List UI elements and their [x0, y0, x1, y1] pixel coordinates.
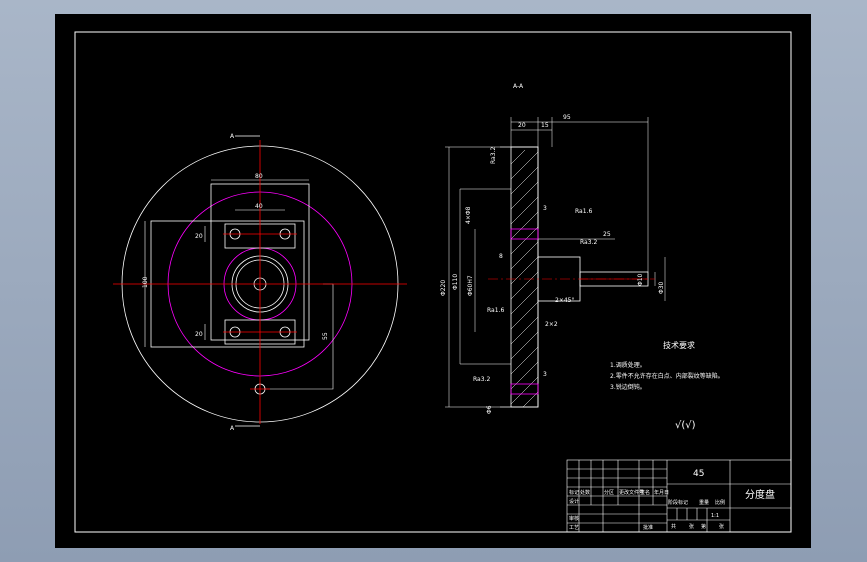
roughness-c: Ra3.2 — [580, 239, 597, 246]
drawing-border — [74, 31, 792, 533]
section-arrows — [235, 135, 260, 427]
drawing-canvas[interactable]: A A 80 40 20 20 100 55 — [55, 14, 811, 548]
sheet-label-2: 第 — [701, 523, 706, 530]
stage-label-2: 比例 — [715, 499, 725, 506]
dim-chamfer-label: 2×45° — [555, 297, 574, 304]
dim-25-label: 25 — [603, 231, 611, 238]
roughness-d: Ra1.6 — [487, 307, 504, 314]
dim-8-label: 8 — [499, 253, 503, 260]
roughness-b: Ra1.6 — [575, 208, 592, 215]
section-mark-bottom: A — [230, 425, 235, 432]
dim-phi-outer-label: Φ220 — [440, 280, 447, 296]
dim-95-label: 95 — [563, 114, 571, 121]
title-block — [566, 459, 792, 533]
roughness-e: Ra3.2 — [473, 376, 490, 383]
stage-label-0: 阶段标记 — [668, 499, 688, 506]
dim-40-label: 40 — [255, 203, 263, 210]
material-label: 45 — [693, 469, 704, 479]
row-label-3: 工艺 — [569, 525, 579, 531]
col-label-3: 签名 — [640, 489, 650, 496]
technical-notes: 技术要求 1.调质处理。 2.零件不允许存在白点、内部裂纹等缺陷。 3.锐边倒钝… — [610, 340, 724, 431]
dim-phi-bore-label: Φ110 — [452, 274, 459, 290]
dim-20-top-label: 20 — [195, 233, 203, 240]
roughness-a: Ra3.2 — [490, 147, 497, 164]
dim-100-label: 100 — [142, 276, 149, 288]
scale-value: 1:1 — [711, 513, 719, 519]
upper-bore — [510, 228, 539, 240]
sheet-label-1: 张 — [689, 523, 694, 530]
stage-label-1: 重量 — [699, 499, 709, 506]
col-label-1: 分区 — [604, 489, 614, 496]
section-title: A-A — [513, 83, 524, 90]
notes-heading: 技术要求 — [663, 340, 695, 350]
front-labels: A A 80 40 20 20 100 55 — [142, 133, 329, 432]
approve-label: 批准 — [643, 524, 653, 531]
section-labels: A-A 95 20 15 25 3 3 8 Φ220 Φ110 Φ60H7 Φ1… — [440, 83, 665, 414]
lower-bore — [510, 383, 539, 395]
note-2: 2.零件不允许存在白点、内部裂纹等缺陷。 — [610, 372, 724, 380]
section-mark-top: A — [230, 133, 235, 140]
front-centerlines — [113, 140, 407, 424]
note-3: 3.锐边倒钝。 — [610, 383, 646, 391]
dim-2x2-label: 2×2 — [545, 321, 558, 328]
dim-phi-rod-label: Φ10 — [637, 273, 644, 286]
dim-55-label: 55 — [322, 332, 329, 340]
dim-phi-h7-label: Φ60H7 — [467, 275, 474, 296]
col-label-4: 年月日 — [654, 489, 669, 496]
dim-phi-hub-label: Φ30 — [658, 281, 665, 294]
note-1: 1.调质处理。 — [610, 361, 646, 369]
dim-3-lower-label: 3 — [543, 371, 547, 378]
sheet-label-3: 张 — [719, 523, 724, 530]
cad-drawing: A A 80 40 20 20 100 55 — [74, 31, 792, 533]
section-hatching — [510, 149, 539, 408]
dim-4xphi8-label: 4×Φ8 — [465, 206, 472, 224]
sheet-label-0: 共 — [671, 523, 676, 530]
dim-80-label: 80 — [255, 173, 263, 180]
row-label-1: 设计 — [569, 498, 579, 505]
row-label-2: 审核 — [569, 515, 579, 522]
dim-phi6-label: Φ6 — [486, 405, 493, 414]
dim-3-upper-label: 3 — [543, 205, 547, 212]
roughness-symbol: √(√) — [675, 420, 696, 431]
dim-20-label: 20 — [518, 122, 526, 129]
row-label-0: 标记 — [569, 489, 579, 496]
dim-20-bottom-label: 20 — [195, 331, 203, 338]
col-label-0: 处数 — [580, 489, 590, 496]
dim-15-label: 15 — [541, 122, 549, 129]
title-block-text: 45 分度盘 标记 设计 审核 工艺 处数 分区 更改文件号 签名 年月日 阶段… — [569, 469, 775, 531]
part-name: 分度盘 — [745, 488, 775, 501]
col-label-2: 更改文件号 — [619, 489, 644, 496]
